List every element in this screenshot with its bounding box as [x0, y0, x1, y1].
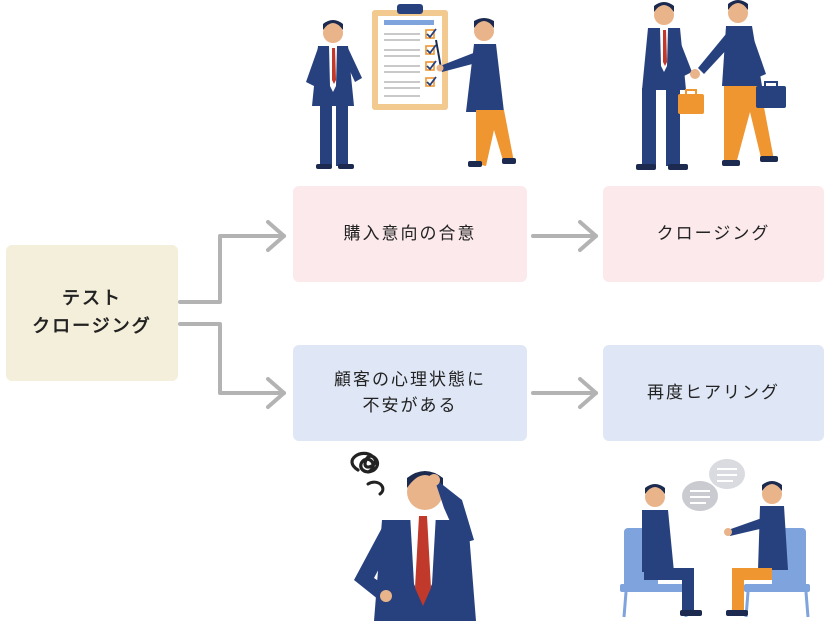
anxiety-box: 顧客の心理状態に 不安がある — [293, 345, 527, 441]
worried-man-illustration — [350, 451, 476, 621]
purchase-intent-label: 購入意向の合意 — [343, 223, 477, 244]
rehearing-label: 再度ヒアリング — [647, 382, 780, 403]
handshake-illustration — [636, 0, 786, 170]
start-label: テスト クロージング — [32, 288, 152, 337]
closing-box: クロージング — [603, 186, 824, 282]
purchase-intent-box: 購入意向の合意 — [293, 186, 527, 282]
arrowhead-lower — [266, 377, 286, 409]
consultation-meeting-illustration — [620, 459, 810, 618]
anxiety-label: 顧客の心理状態に 不安がある — [334, 369, 486, 416]
branch-line-upper — [178, 234, 286, 304]
start-box: テスト クロージング — [6, 245, 178, 381]
rehearing-box: 再度ヒアリング — [603, 345, 824, 441]
checklist-presentation-illustration — [306, 4, 516, 169]
arrowhead-upper — [266, 220, 286, 252]
closing-label: クロージング — [656, 223, 771, 244]
branch-line-lower — [178, 322, 286, 395]
